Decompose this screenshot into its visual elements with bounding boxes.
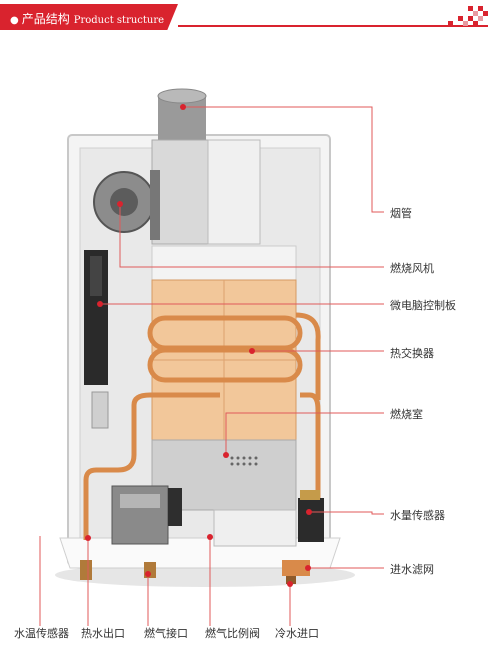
- label-control-board: 微电脑控制板: [390, 299, 456, 312]
- water-flow-sensor: [298, 498, 324, 542]
- label-combustion-chamber: 燃烧室: [390, 408, 423, 421]
- fan-bracket: [150, 170, 160, 240]
- section-title-en: Product structure: [73, 15, 165, 26]
- cold-water-inlet-pipe: [282, 560, 310, 576]
- header-rule: [178, 25, 488, 27]
- label-combustion-fan: 燃烧风机: [390, 262, 434, 275]
- copper-pipe-inlet: [300, 392, 321, 500]
- label-flue-pipe: 烟管: [390, 207, 412, 220]
- flow-sensor-fitting: [300, 490, 320, 500]
- label-heat-exchanger: 热交换器: [390, 347, 434, 360]
- floor-shadow: [55, 563, 355, 587]
- control-board-module: [90, 256, 102, 296]
- callout-lines: [39, 106, 384, 626]
- section-title-cn: 产品结构: [21, 12, 70, 26]
- label-water-flow-sensor: 水量传感器: [390, 509, 445, 522]
- exchanger-top-cover: [151, 245, 297, 281]
- hot-water-outlet-pipe: [80, 560, 92, 580]
- pixel-logo: [448, 6, 488, 26]
- gas-valve-top: [120, 494, 160, 508]
- label-water-temp-sensor: 水温传感器: [14, 627, 69, 640]
- copper-coil-lower: [147, 347, 303, 383]
- header-bar: [0, 4, 178, 30]
- label-cold-water-inlet: 冷水进口: [275, 627, 319, 640]
- label-gas-proportional-valve: 燃气比例阀: [205, 627, 260, 640]
- copper-pipe-right: [295, 312, 321, 400]
- copper-pipe-outlet: [83, 405, 137, 540]
- igniter: [91, 391, 109, 429]
- label-hot-water-outlet: 热水出口: [81, 627, 125, 640]
- label-inlet-filter: 进水滤网: [390, 563, 434, 576]
- copper-pipe-left: [131, 392, 220, 406]
- burner-base: [213, 509, 297, 547]
- gas-valve-coil: [168, 488, 182, 526]
- inlet-filter: [286, 576, 296, 584]
- label-gas-inlet: 燃气接口: [144, 627, 188, 640]
- flue-pipe: [158, 96, 206, 144]
- callout-dots: [85, 104, 312, 587]
- flue-pipe-top: [157, 88, 207, 104]
- fan-hood: [207, 139, 261, 245]
- fan-motor-hub: [110, 188, 138, 216]
